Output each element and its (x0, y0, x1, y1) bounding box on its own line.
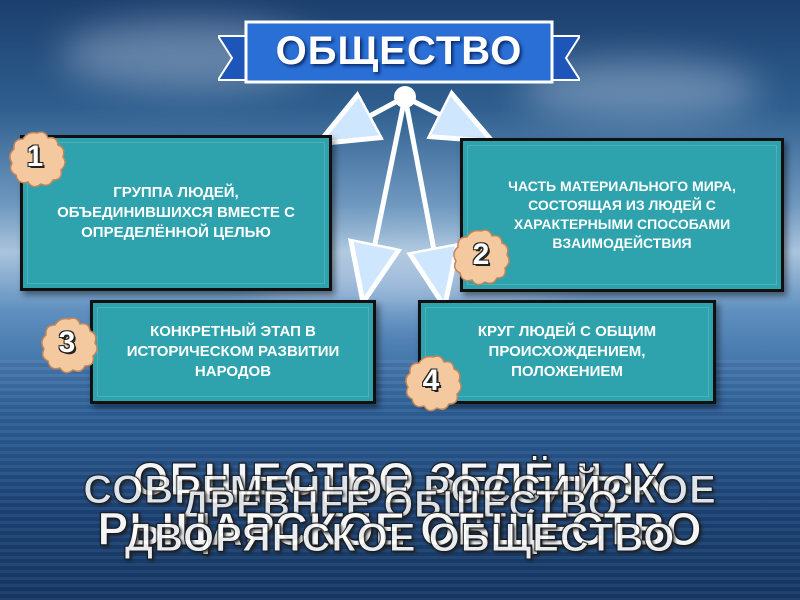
arrow-to-card-4 (402, 96, 440, 282)
badge-2: 2 (472, 238, 490, 271)
overlay-caption-2: СОВРЕМЕННОЕ РОССИЙСКОЕ (83, 468, 717, 513)
card-3-text: КОНКРЕТНЫЙ ЭТАП В ИСТОРИЧЕСКОМ РАЗВИТИИ … (126, 323, 340, 380)
overlay-caption-4: РЫЦАРСКОЕ ОБЩЕСТВО (97, 503, 703, 556)
card-1-text: ГРУППА ЛЮДЕЙ, ОБЪЕДИНИВШИХСЯ ВМЕСТЕ С ОП… (57, 184, 295, 241)
badge-flower-icon (41, 317, 98, 374)
badge-flower-icon (405, 355, 462, 412)
arrow-to-card-1 (340, 97, 407, 132)
badge-1: 1 (26, 140, 44, 173)
definition-card-4: КРУГ ЛЮДЕЙ С ОБЩИМ ПРОИСХОЖДЕНИЕМ, ПОЛОЖ… (418, 300, 716, 404)
definition-card-2: ЧАСТЬ МАТЕРИАЛЬНОГО МИРА, СОСТОЯЩАЯ ИЗ Л… (460, 138, 784, 292)
overlay-caption-3: ДРЕВНЕЕ ОБЩЕСТВО (181, 484, 619, 527)
overlay-caption-5: ДВОРЯНСКОЕ ОБЩЕСТВО (124, 516, 676, 561)
badge-flower-icon (453, 229, 510, 286)
definition-card-3: КОНКРЕТНЫЙ ЭТАП В ИСТОРИЧЕСКОМ РАЗВИТИИ … (90, 300, 376, 404)
definition-card-1: ГРУППА ЛЮДЕЙ, ОБЪЕДИНИВШИХСЯ ВМЕСТЕ С ОП… (20, 135, 332, 291)
badge-flower-icon (9, 131, 66, 188)
card-4-text: КРУГ ЛЮДЕЙ С ОБЩИМ ПРОИСХОЖДЕНИЕМ, ПОЛОЖ… (477, 323, 657, 380)
page-title: ОБЩЕСТВО (275, 28, 523, 73)
arrow-hub (394, 86, 416, 108)
badge-4: 4 (422, 364, 440, 397)
badge-3: 3 (58, 326, 76, 359)
title-banner (218, 20, 580, 84)
arrow-to-card-3 (368, 96, 408, 278)
card-2-text: ЧАСТЬ МАТЕРИАЛЬНОГО МИРА, СОСТОЯЩАЯ ИЗ Л… (508, 178, 736, 251)
arrow-to-card-2 (403, 97, 470, 130)
overlay-caption-1: ОБЩЕСТВО ЗЕЛЁНЫХ (132, 453, 668, 506)
